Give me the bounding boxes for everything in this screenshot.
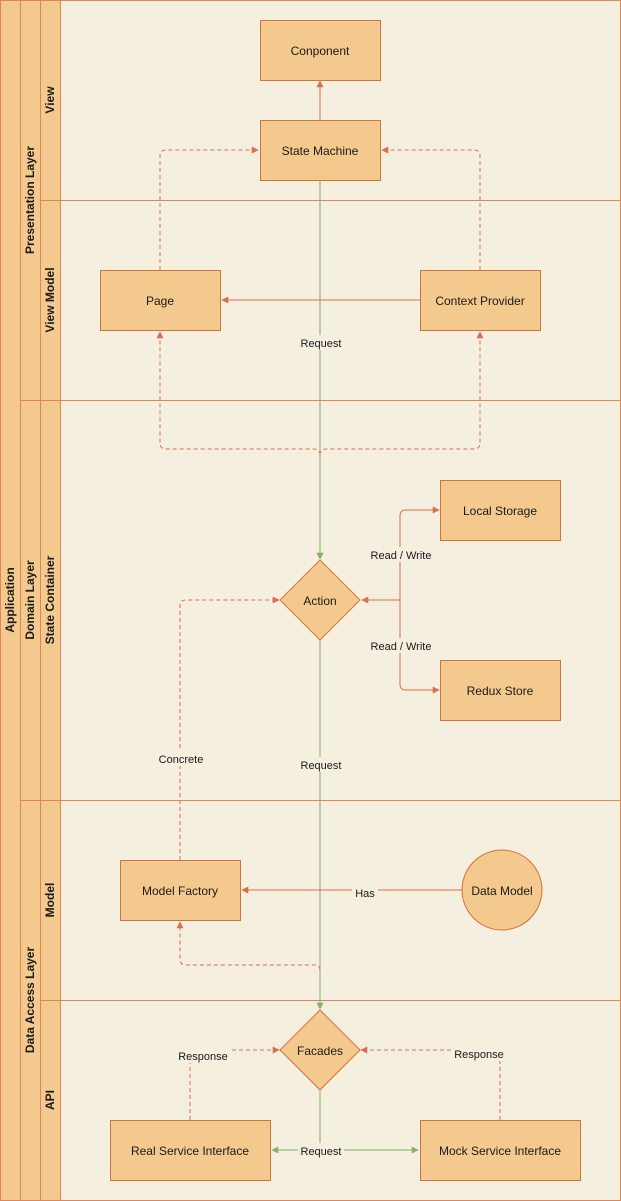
edge-label-bg xyxy=(352,885,378,900)
response-label-left: Response xyxy=(178,1051,228,1063)
app-title: Application xyxy=(3,567,17,632)
response-label-right: Response xyxy=(454,1049,504,1061)
view-lane-label: View xyxy=(43,86,57,114)
model-factory-node-label: Model Factory xyxy=(142,884,218,898)
action-node-label: Action xyxy=(303,594,336,608)
mock-service-node-label: Mock Service Interface xyxy=(439,1144,561,1158)
data-model-node-label: Data Model xyxy=(471,884,532,898)
page-node-label: Page xyxy=(146,294,174,308)
state-container-lane-label: State Container xyxy=(43,555,57,644)
api-lane-label: API xyxy=(43,1090,57,1110)
edge-action-to-local-storage xyxy=(399,506,440,600)
concrete-label: Concrete xyxy=(159,754,204,766)
edge-model-factory-to-action xyxy=(179,596,280,860)
context-provider-node-label: Context Provider xyxy=(435,294,524,308)
edge-action-to-redux-store xyxy=(399,600,440,694)
request-label-bottom: Request xyxy=(301,1146,342,1158)
redux-store-node xyxy=(440,660,561,721)
read-write-label-lower: Read / Write xyxy=(371,641,432,653)
edge-request-to-context-provider xyxy=(319,331,484,456)
edge-label-bg xyxy=(298,335,344,350)
read-write-label-upper: Read / Write xyxy=(371,550,432,562)
edge-label-bg xyxy=(368,547,434,562)
mock-service-node xyxy=(420,1120,581,1181)
edge-label-bg xyxy=(451,1046,507,1061)
request-label-mid: Request xyxy=(301,760,342,772)
edge-request-to-model-factory xyxy=(176,921,321,971)
edge-label-bg xyxy=(175,1048,231,1063)
component-node-label: Conponent xyxy=(291,44,350,58)
data-access-layer-label: Data Access Layer xyxy=(23,947,37,1054)
real-service-node-label: Real Service Interface xyxy=(131,1144,249,1158)
model-factory-node xyxy=(120,860,241,921)
state-machine-node xyxy=(260,120,381,181)
edge-label-bg xyxy=(155,751,207,766)
page-node xyxy=(100,270,221,331)
redux-store-node-label: Redux Store xyxy=(467,684,534,698)
edge-label-bg xyxy=(298,1143,344,1158)
facades-node-label: Facades xyxy=(297,1044,343,1058)
local-storage-node-label: Local Storage xyxy=(463,504,537,518)
facades-node xyxy=(279,1009,361,1091)
data-model-node xyxy=(461,849,543,931)
domain-layer-label: Domain Layer xyxy=(23,560,37,640)
model-lane-label: Model xyxy=(43,883,57,918)
edge-context-provider-to-state-machine xyxy=(381,146,481,270)
action-node xyxy=(279,559,361,641)
request-label-top: Request xyxy=(301,338,342,350)
has-label: Has xyxy=(355,888,375,900)
presentation-layer-label: Presentation Layer xyxy=(23,146,37,254)
component-node xyxy=(260,20,381,81)
edge-label-bg xyxy=(298,757,344,772)
edge-label-bg xyxy=(368,638,434,653)
local-storage-node xyxy=(440,480,561,541)
context-provider-node xyxy=(420,270,541,331)
edge-page-to-state-machine xyxy=(159,146,259,270)
view-model-lane-label: View Model xyxy=(43,267,57,332)
state-machine-node-label: State Machine xyxy=(282,144,359,158)
edge-request-to-page xyxy=(156,331,321,456)
real-service-node xyxy=(110,1120,271,1181)
